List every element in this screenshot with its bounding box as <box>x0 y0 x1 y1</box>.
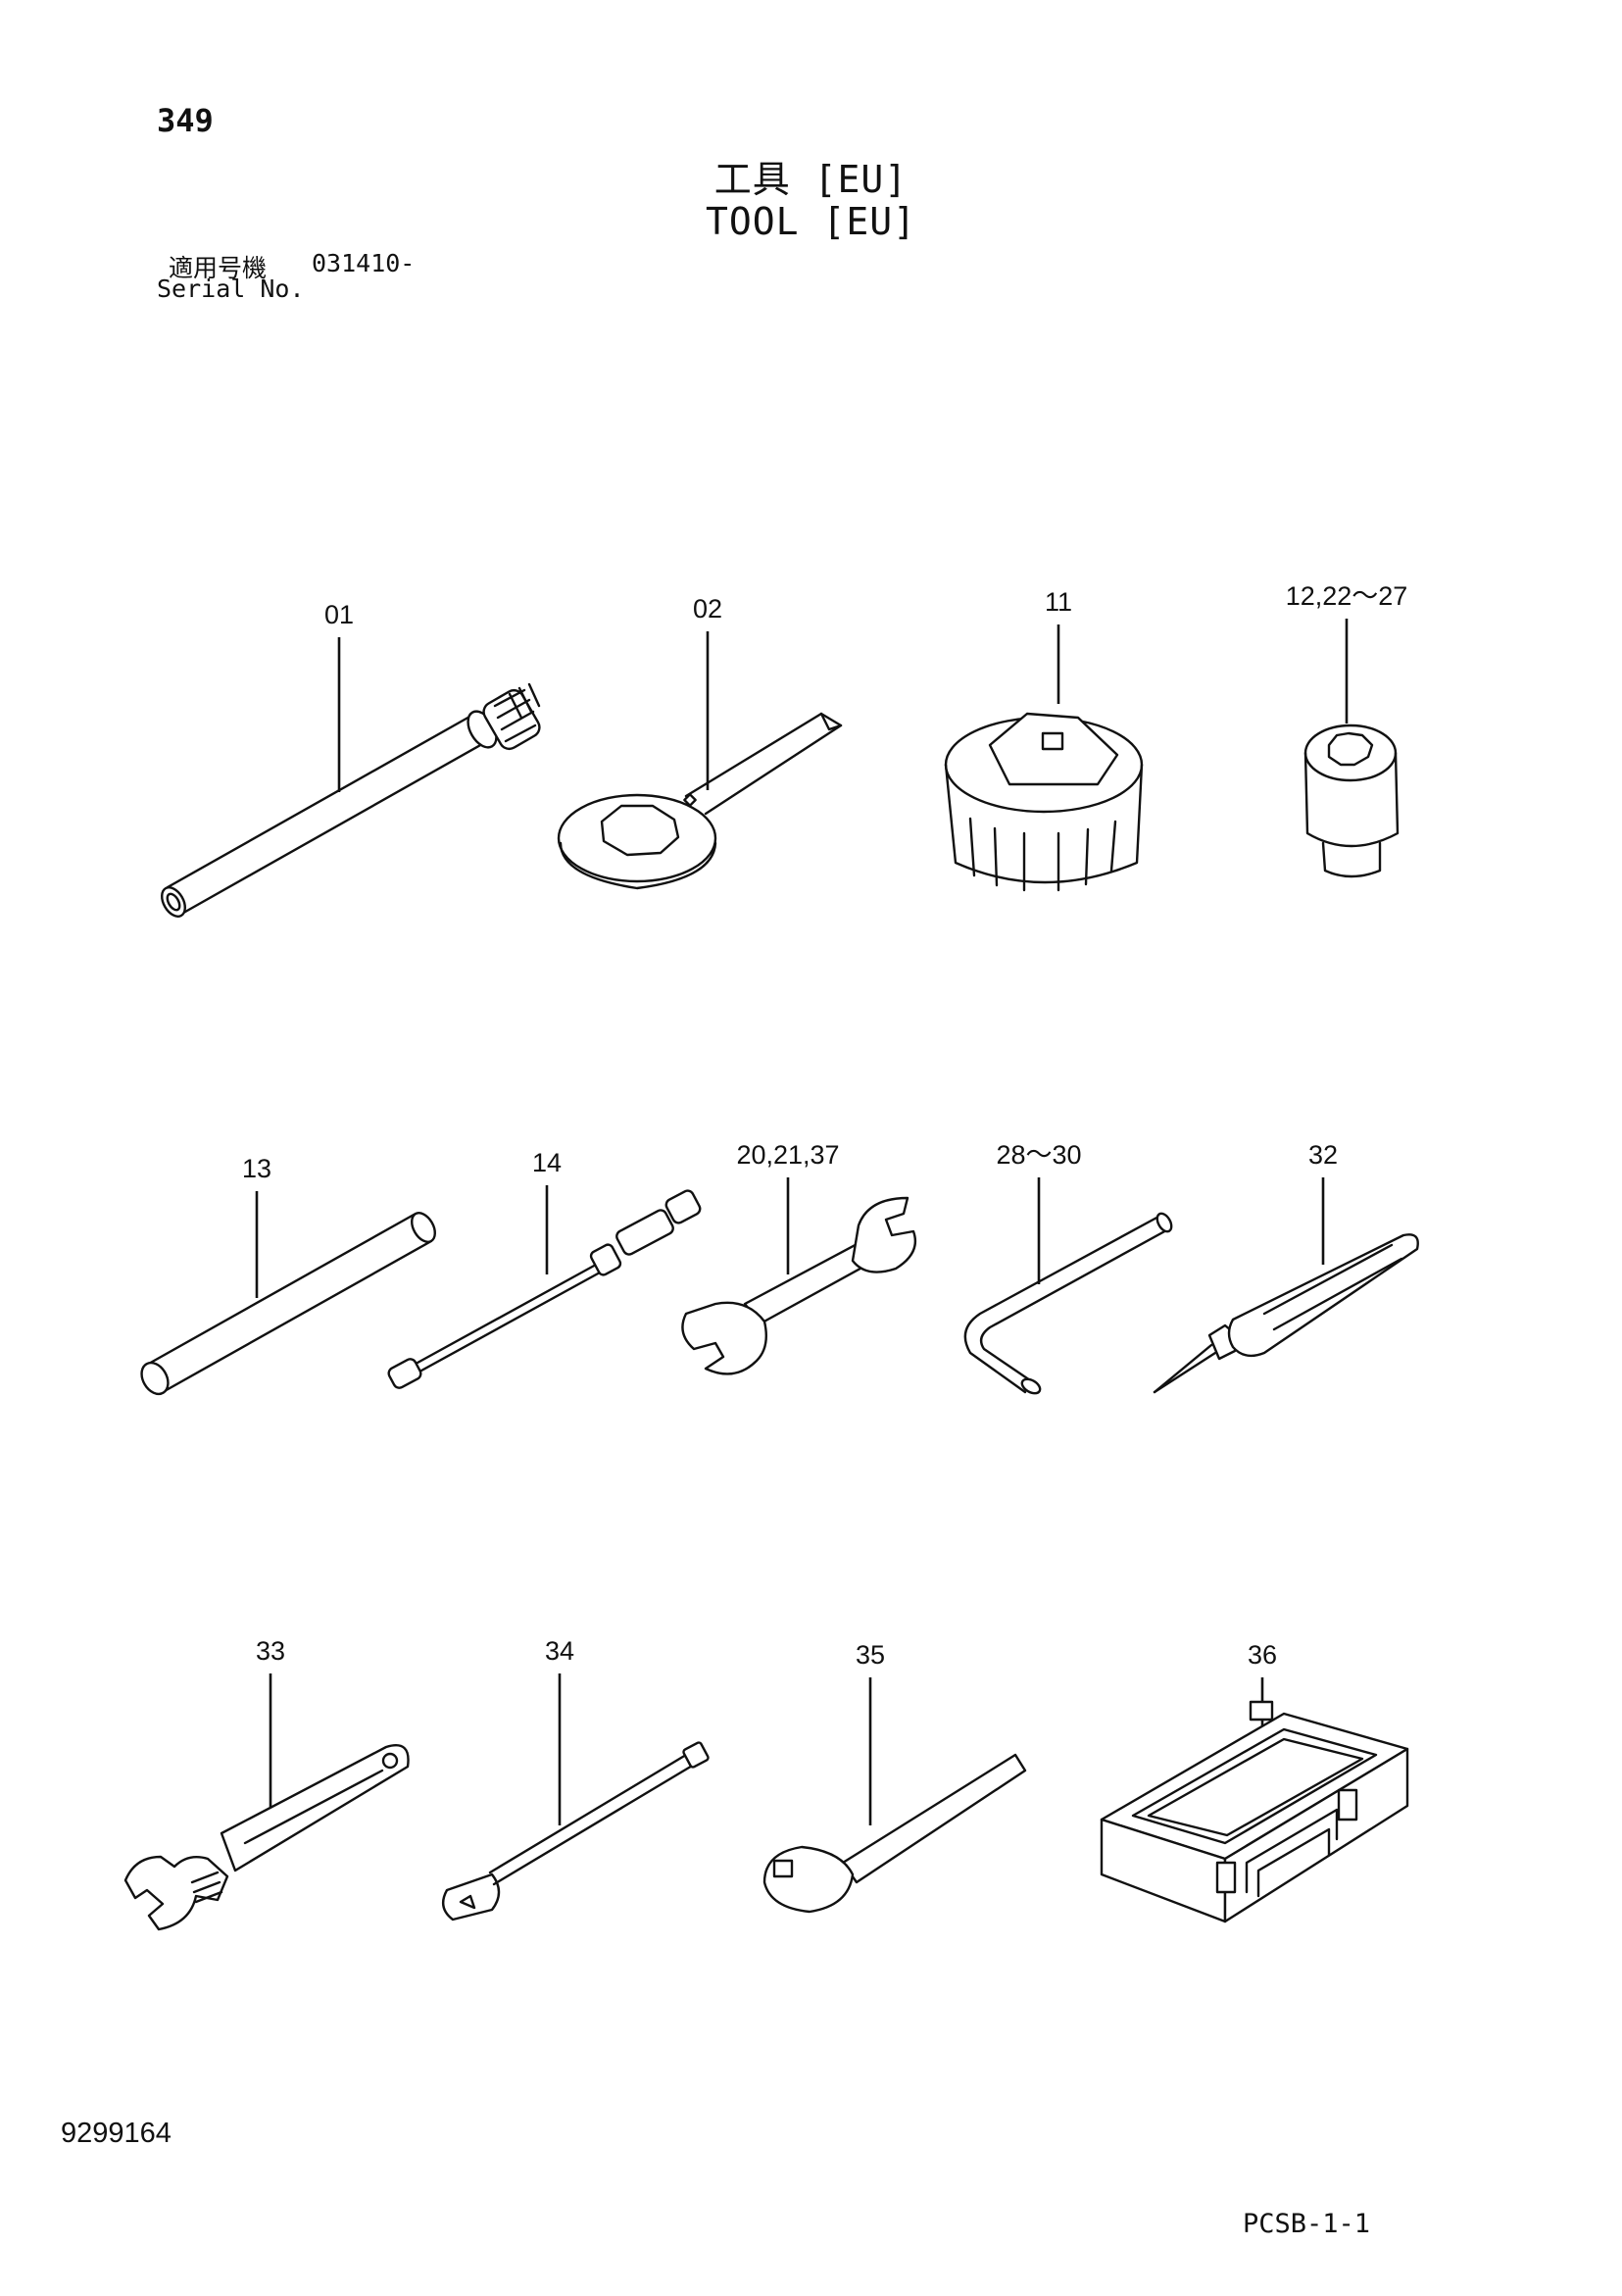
pipe-icon <box>140 1212 436 1396</box>
part-13[interactable]: 13 <box>136 1154 440 1399</box>
ratchet-handle-icon <box>762 1753 1027 1914</box>
part-33[interactable]: 33 <box>123 1636 410 1931</box>
serial-number-value: 031410- <box>312 249 416 277</box>
part-02[interactable]: 02 <box>557 594 843 890</box>
socket-icon <box>1303 724 1400 878</box>
callout-28: 28～30 <box>996 1140 1081 1170</box>
callout-13: 13 <box>242 1154 271 1183</box>
callout-14: 14 <box>532 1148 562 1177</box>
part-32[interactable]: 32 <box>1153 1140 1419 1394</box>
document-number: 9299164 <box>61 2118 172 2149</box>
callout-35: 35 <box>856 1640 885 1670</box>
serial-label-en: Serial No. <box>157 275 305 303</box>
callout-11: 11 <box>1045 587 1072 617</box>
part-34[interactable]: 34 <box>441 1636 710 1922</box>
extension-bar-icon <box>441 1741 710 1922</box>
callout-02: 02 <box>693 594 722 624</box>
screwdriver-icon <box>1153 1233 1419 1394</box>
part-35[interactable]: 35 <box>762 1640 1027 1914</box>
ring-spanner-icon <box>557 712 843 890</box>
callout-34: 34 <box>545 1636 574 1666</box>
part-11[interactable]: 11 <box>944 587 1144 892</box>
callout-20: 20,21,37 <box>736 1140 839 1170</box>
part-14[interactable]: 14 <box>387 1148 703 1390</box>
part-01[interactable]: 01 <box>157 600 543 921</box>
callout-36: 36 <box>1248 1640 1277 1670</box>
hex-key-icon <box>963 1212 1173 1395</box>
tool-box-icon <box>1100 1700 1409 1923</box>
page-code: PCSB-1-1 <box>1243 2209 1371 2239</box>
part-28[interactable]: 28～30 <box>963 1140 1174 1396</box>
serial-label-ja: 適用号機 <box>169 254 268 282</box>
page-number: 349 <box>157 102 214 139</box>
part-36[interactable]: 36 <box>1100 1640 1409 1923</box>
page-title-en: TOOL [EU] <box>706 200 916 243</box>
callout-33: 33 <box>256 1636 285 1666</box>
callout-32: 32 <box>1308 1140 1338 1170</box>
bar-icon <box>161 682 541 918</box>
part-12[interactable]: 12,22～27 <box>1286 581 1408 878</box>
socket-driver-icon <box>387 1189 702 1389</box>
part-20[interactable]: 20,21,37 <box>681 1140 917 1375</box>
callout-12: 12,22～27 <box>1286 581 1408 611</box>
page-title-ja: 工具 [EU] <box>713 158 909 201</box>
double-open-wrench-icon <box>681 1196 917 1375</box>
filter-wrench-icon <box>944 712 1144 892</box>
adjustable-wrench-icon <box>123 1744 410 1931</box>
callout-01: 01 <box>324 600 354 629</box>
